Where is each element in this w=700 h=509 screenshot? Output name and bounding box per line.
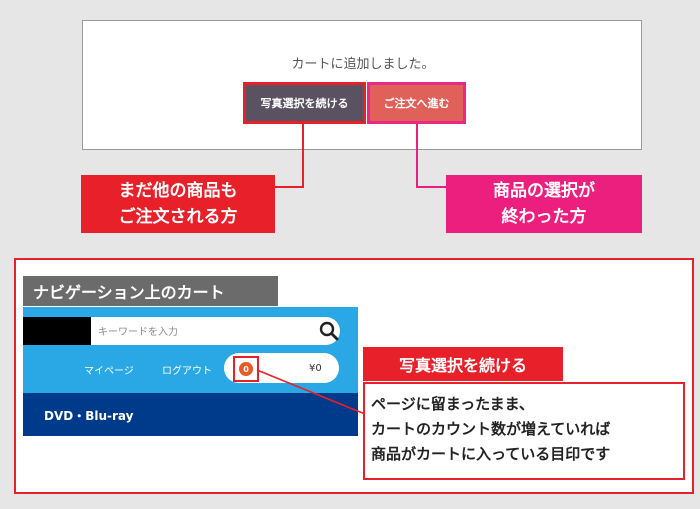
category-link-dvd[interactable]: DVD・Blu-ray: [44, 409, 134, 423]
callout-line: まだ他の商品も: [118, 181, 238, 201]
continue-label: 写真選択を続ける: [363, 347, 563, 381]
connector-line: [416, 186, 446, 188]
continue-selecting-button[interactable]: 写真選択を続ける: [246, 85, 363, 121]
callout-line: 終わった方: [501, 207, 587, 227]
cart-added-dialog: カートに追加しました。: [82, 20, 642, 150]
site-logo[interactable]: [23, 317, 91, 345]
search-input[interactable]: [91, 317, 340, 345]
cart-total-price: ¥0: [309, 363, 322, 374]
search-icon[interactable]: [318, 320, 340, 342]
note-line: カートのカウント数が増えていれば: [371, 420, 611, 438]
connector-line: [275, 186, 304, 188]
cart-count-badge: 0: [239, 362, 253, 376]
pointer-line: [256, 369, 366, 415]
note-line: ページに留まったまま、: [371, 395, 535, 413]
nav-my-page-link[interactable]: マイページ: [84, 366, 134, 377]
nav-logout-link[interactable]: ログアウト: [162, 366, 212, 377]
checkout-button-highlight: [367, 82, 466, 124]
category-bar: [23, 393, 358, 436]
dialog-message: カートに追加しました。: [291, 57, 435, 72]
connector-line: [416, 124, 418, 188]
callout-finished-selecting: 商品の選択が 終わった方: [446, 175, 642, 233]
explanation-note: ページに留まったまま、 カートのカウント数が増えていれば 商品がカートに入ってい…: [371, 392, 681, 467]
callout-line: 商品の選択が: [493, 181, 595, 201]
proceed-to-order-button[interactable]: ご注文へ進む: [370, 85, 463, 121]
callout-continue-shopping: まだ他の商品も ご注文される方: [81, 175, 275, 233]
search-placeholder: キーワードを入力: [98, 327, 178, 338]
connector-line: [302, 124, 304, 188]
continue-button-highlight: [243, 82, 366, 124]
note-line: 商品がカートに入っている目印です: [371, 445, 611, 463]
callout-line: ご注文される方: [118, 207, 238, 227]
nav-section-header: ナビゲーション上のカート: [23, 276, 278, 306]
explanation-note-box: [363, 382, 685, 480]
